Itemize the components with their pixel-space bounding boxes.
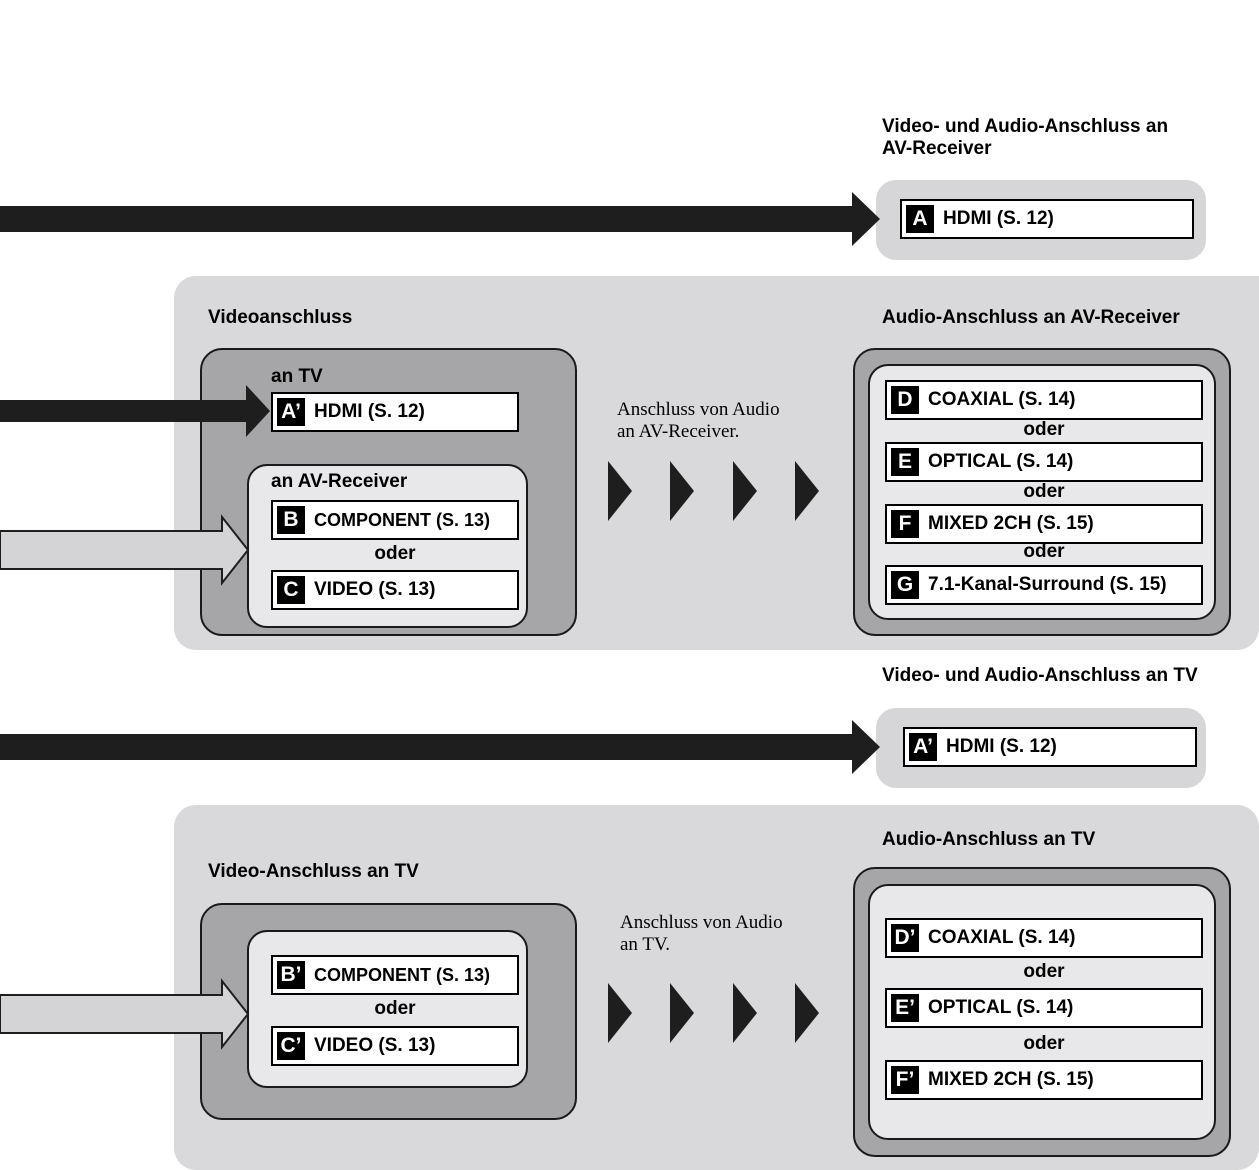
- chevron-right-icon: [795, 461, 819, 521]
- connector-b-prime-component: B’ COMPONENT (S. 13): [271, 955, 519, 995]
- connector-d-coaxial: D COAXIAL (S. 14): [885, 380, 1203, 420]
- connector-f-prime-mixed2ch: F’ MIXED 2CH (S. 15): [885, 1060, 1203, 1100]
- connector-letter: B’: [277, 961, 305, 989]
- connector-letter: C: [277, 576, 305, 604]
- connector-letter: E’: [891, 994, 919, 1022]
- or-label: oder: [1023, 481, 1065, 502]
- connector-label: COMPONENT (S. 13): [314, 964, 491, 985]
- chevrons-section4: [608, 983, 819, 1043]
- connector-c-prime-video: C’ VIDEO (S. 13): [271, 1026, 519, 1066]
- or-label: oder: [1023, 961, 1065, 982]
- connector-letter: F’: [891, 1066, 919, 1094]
- section3-heading: Video- und Audio-Anschluss an TV: [882, 665, 1198, 686]
- connector-letter: D: [891, 386, 919, 414]
- section2-note-line2: an AV-Receiver.: [617, 421, 740, 442]
- section2-note-line1: Anschluss von Audio: [617, 399, 780, 420]
- connector-label: HDMI (S. 12): [943, 208, 1054, 229]
- connector-label: HDMI (S. 12): [314, 401, 425, 422]
- or-label: oder: [1023, 419, 1065, 440]
- connector-label: 7.1-Kanal-Surround (S. 15): [928, 574, 1167, 595]
- connector-g-surround: G 7.1-Kanal-Surround (S. 15): [885, 565, 1203, 605]
- connector-label: MIXED 2CH (S. 15): [928, 1069, 1094, 1090]
- connector-label: HDMI (S. 12): [946, 736, 1057, 757]
- connector-label: VIDEO (S. 13): [314, 1035, 436, 1056]
- section4-audio-heading: Audio-Anschluss an TV: [882, 829, 1096, 850]
- connector-letter: A’: [909, 733, 937, 761]
- chevron-right-icon: [670, 983, 694, 1043]
- section4-note-line1: Anschluss von Audio: [620, 912, 783, 933]
- or-label: oder: [374, 543, 416, 564]
- connector-letter: E: [891, 448, 919, 476]
- avr-sublabel: an AV-Receiver: [271, 471, 408, 492]
- chevron-right-icon: [733, 461, 757, 521]
- connector-f-mixed2ch: F MIXED 2CH (S. 15): [885, 504, 1203, 544]
- connector-letter: G: [891, 571, 919, 599]
- arrow-to-tv-hdmi-2: [0, 720, 880, 774]
- connector-letter: C’: [277, 1032, 305, 1060]
- arrow-to-tv-hdmi: [0, 385, 270, 437]
- arrow-to-avr-video: [0, 514, 250, 586]
- connector-a-hdmi: A HDMI (S. 12): [900, 199, 1194, 239]
- connector-label: OPTICAL (S. 14): [928, 997, 1074, 1018]
- connector-a-prime-hdmi-tv: A’ HDMI (S. 12): [903, 727, 1197, 767]
- section2-note: Anschluss von Audio an AV-Receiver.: [617, 399, 780, 443]
- section1-heading: Video- und Audio-Anschluss an AV-Receive…: [882, 116, 1168, 160]
- tv-sublabel: an TV: [271, 366, 323, 387]
- section2-audio-heading: Audio-Anschluss an AV-Receiver: [882, 307, 1180, 328]
- or-label: oder: [1023, 541, 1065, 562]
- connector-label: COAXIAL (S. 14): [928, 389, 1076, 410]
- section2-video-heading: Videoanschluss: [208, 307, 353, 328]
- connector-a-prime-hdmi: A’ HDMI (S. 12): [271, 392, 519, 432]
- connector-b-component: B COMPONENT (S. 13): [271, 500, 519, 540]
- connector-label: COMPONENT (S. 13): [314, 509, 491, 530]
- connector-letter: B: [277, 506, 305, 534]
- connector-label: VIDEO (S. 13): [314, 579, 436, 600]
- arrow-to-avr-hdmi: [0, 192, 880, 246]
- connector-label: MIXED 2CH (S. 15): [928, 513, 1094, 534]
- arrow-to-tv-video: [0, 978, 250, 1050]
- section4-note-line2: an TV.: [620, 934, 670, 955]
- section1-heading-line1: Video- und Audio-Anschluss an: [882, 116, 1169, 137]
- connector-label: OPTICAL (S. 14): [928, 451, 1074, 472]
- section4-video-heading: Video-Anschluss an TV: [208, 861, 419, 882]
- chevrons-section2: [608, 461, 819, 521]
- chevron-right-icon: [670, 461, 694, 521]
- or-label: oder: [374, 998, 416, 1019]
- connector-label: COAXIAL (S. 14): [928, 927, 1076, 948]
- chevron-right-icon: [608, 983, 632, 1043]
- chevron-right-icon: [795, 983, 819, 1043]
- section1-heading-line2: AV-Receiver: [882, 138, 992, 159]
- connector-e-prime-optical: E’ OPTICAL (S. 14): [885, 988, 1203, 1028]
- connector-c-video: C VIDEO (S. 13): [271, 570, 519, 610]
- connector-letter: A’: [277, 398, 305, 426]
- connector-letter: A: [906, 205, 934, 233]
- connector-e-optical: E OPTICAL (S. 14): [885, 442, 1203, 482]
- chevron-right-icon: [733, 983, 757, 1043]
- chevron-right-icon: [608, 461, 632, 521]
- connector-letter: D’: [891, 924, 919, 952]
- connector-d-prime-coaxial: D’ COAXIAL (S. 14): [885, 918, 1203, 958]
- section4-note: Anschluss von Audio an TV.: [620, 912, 783, 956]
- or-label: oder: [1023, 1033, 1065, 1054]
- connector-letter: F: [891, 510, 919, 538]
